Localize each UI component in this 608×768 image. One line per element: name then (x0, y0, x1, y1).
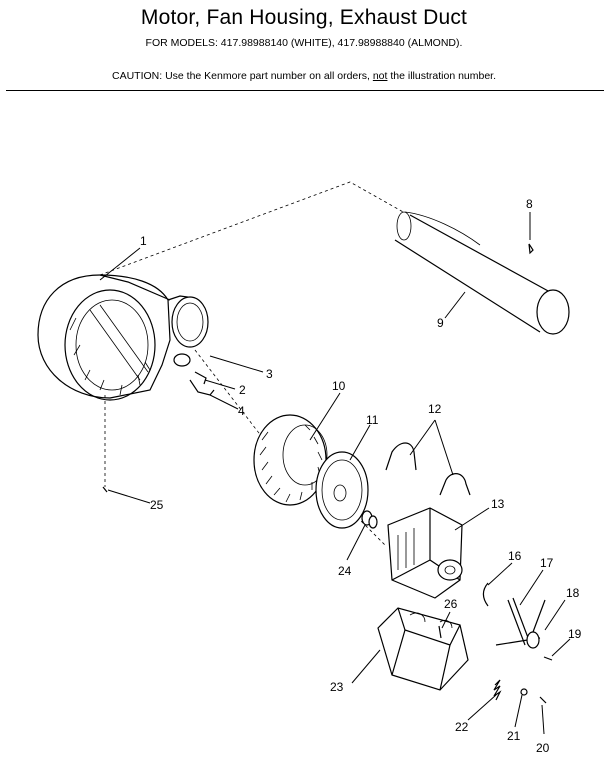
fan-housing (37, 274, 209, 401)
callout-3: 3 (266, 367, 273, 381)
callout-20: 20 (536, 741, 550, 755)
motor-washer (361, 510, 378, 529)
callout-4: 4 (238, 404, 245, 418)
leader-lines (99, 212, 571, 735)
drive-motor (387, 507, 463, 599)
callout-1: 1 (140, 234, 147, 248)
callout-17: 17 (540, 556, 554, 570)
callout-2: 2 (239, 383, 246, 397)
idler-pulley (526, 599, 546, 649)
callout-24: 24 (338, 564, 352, 578)
callout-10: 10 (332, 379, 346, 393)
callout-9: 9 (437, 316, 444, 330)
callout-labels: 1 3 2 4 8 9 10 11 12 13 16 17 18 19 20 2… (140, 197, 582, 755)
duct-screw (528, 243, 534, 255)
mount-clip (438, 625, 442, 639)
caution-emphasis: not (372, 70, 388, 82)
callout-23: 23 (330, 680, 344, 694)
header-divider (6, 90, 604, 91)
callout-21: 21 (507, 729, 521, 743)
callout-18: 18 (566, 586, 580, 600)
pulley-screw (543, 656, 553, 661)
housing-screw (102, 486, 108, 493)
callout-22: 22 (455, 720, 469, 734)
clamp-hardware (173, 353, 215, 396)
bolt-and-washer (520, 688, 547, 704)
callout-16: 16 (508, 549, 522, 563)
mount-spring (493, 679, 502, 701)
page-title: Motor, Fan Housing, Exhaust Duct (140, 6, 468, 29)
callout-11: 11 (366, 413, 379, 427)
caution-suffix: the illustration number. (387, 70, 497, 82)
callout-12: 12 (428, 402, 442, 416)
caution-prefix: CAUTION: Use the Kenmore part number on … (111, 70, 373, 82)
exhaust-duct (394, 211, 570, 335)
callout-25: 25 (150, 498, 164, 512)
callout-19: 19 (568, 627, 582, 641)
callout-13: 13 (491, 497, 505, 511)
models-line: FOR MODELS: 417.98988140 (WHITE), 417.98… (145, 37, 463, 49)
baffle-plate (315, 451, 369, 529)
callout-26: 26 (444, 597, 458, 611)
caution-note: CAUTION: Use the Kenmore part number on … (0, 70, 608, 82)
callout-8: 8 (526, 197, 533, 211)
motor-mount (377, 607, 469, 691)
idler-spring (482, 582, 489, 607)
motor-clips (385, 442, 471, 496)
